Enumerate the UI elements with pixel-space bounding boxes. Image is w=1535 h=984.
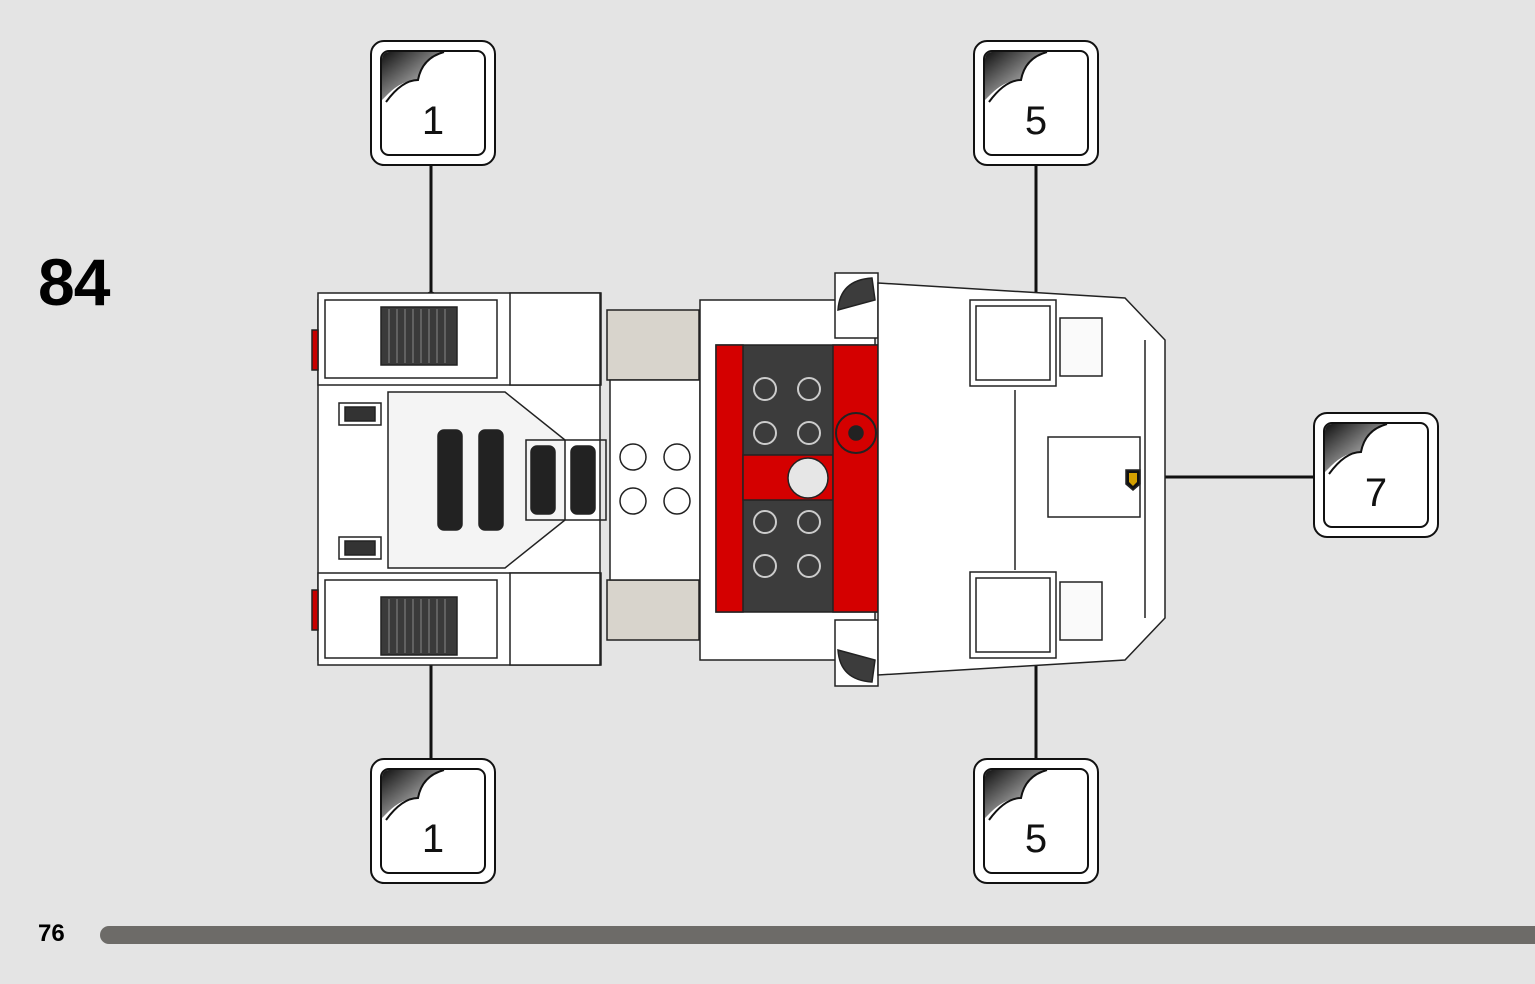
sticker-peel-icon xyxy=(382,52,445,103)
sticker-callout-bottom-right: 5 xyxy=(973,758,1099,884)
sticker-quantity: 7 xyxy=(1364,471,1388,515)
sticker-callout-frame: 1 xyxy=(380,768,486,874)
page-number: 76 xyxy=(38,920,65,947)
sticker-peel-icon xyxy=(985,52,1048,103)
sticker-peel-icon xyxy=(985,770,1048,821)
sticker-quantity: 5 xyxy=(1024,99,1048,143)
sticker-peel-icon xyxy=(1325,424,1388,475)
sticker-quantity: 5 xyxy=(1024,817,1048,861)
sticker-callout-frame: 5 xyxy=(983,50,1089,156)
progress-bar xyxy=(100,926,1535,944)
sticker-callout-top-right: 5 xyxy=(973,40,1099,166)
car-body xyxy=(311,272,1166,687)
sticker-callout-frame: 7 xyxy=(1323,422,1429,528)
sticker-quantity: 1 xyxy=(421,817,445,861)
sticker-callout-frame: 5 xyxy=(983,768,1089,874)
sticker-callout-top-left: 1 xyxy=(370,40,496,166)
sticker-quantity: 1 xyxy=(421,99,445,143)
sticker-callout-bottom-left: 1 xyxy=(370,758,496,884)
sticker-callout-right: 7 xyxy=(1313,412,1439,538)
sticker-callout-frame: 1 xyxy=(380,50,486,156)
step-number: 84 xyxy=(38,245,110,319)
sticker-peel-icon xyxy=(382,770,445,821)
